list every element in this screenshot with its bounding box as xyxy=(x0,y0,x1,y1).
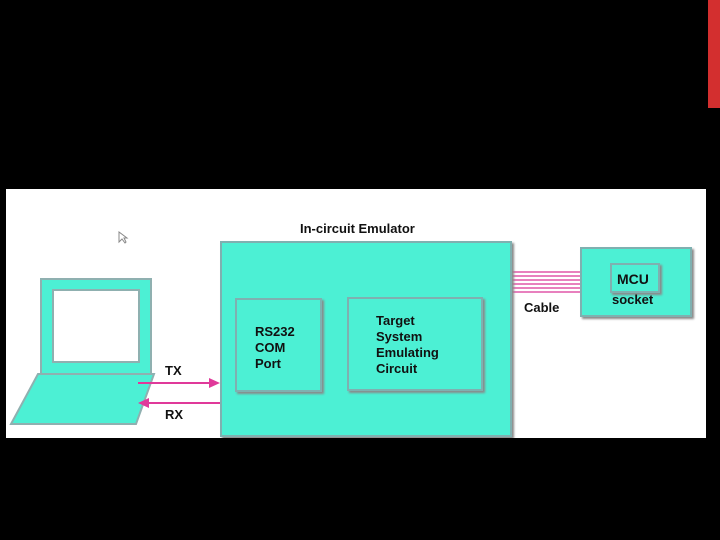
mcu-chip xyxy=(610,263,660,293)
cursor-icon xyxy=(118,231,129,244)
diagram-canvas xyxy=(9,231,580,425)
emulator-title: In-circuit Emulator xyxy=(300,221,415,236)
laptop-icon xyxy=(9,278,156,425)
diagram-panel: In-circuit Emulator RS232 COM Port Targe… xyxy=(6,189,706,438)
rs232-block xyxy=(235,298,322,392)
socket-label: socket xyxy=(612,292,654,307)
tx-label: TX xyxy=(165,363,182,378)
target-label: Target System Emulating Circuit xyxy=(376,313,439,376)
rs232-label: RS232 COM Port xyxy=(255,324,295,371)
target-block xyxy=(347,297,483,391)
tx-arrow xyxy=(138,378,220,388)
cable-lines xyxy=(512,271,580,293)
rx-label: RX xyxy=(165,407,184,422)
mcu-label: MCU xyxy=(617,271,649,287)
cable-label: Cable xyxy=(524,300,560,315)
accent-bar xyxy=(708,0,720,108)
rx-arrow xyxy=(138,398,220,408)
